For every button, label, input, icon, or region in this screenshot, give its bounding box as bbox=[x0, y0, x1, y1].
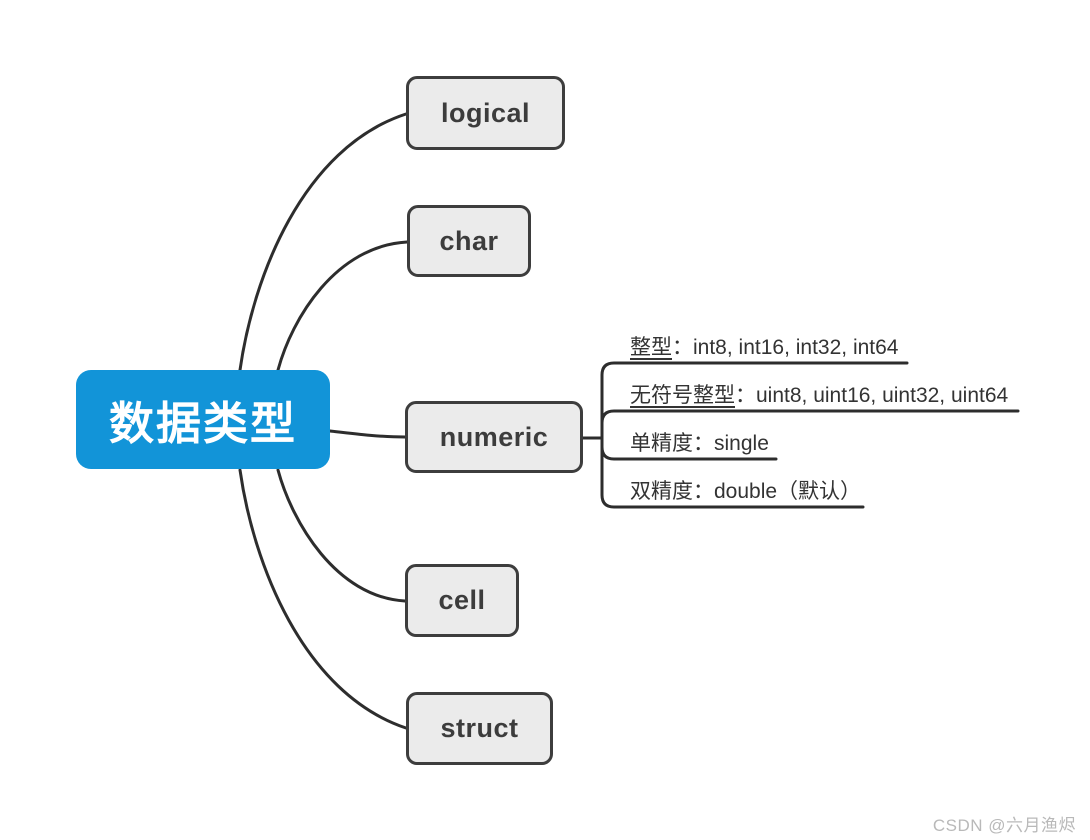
subtopic-unsigned-integer-values: ：uint8, uint16, uint32, uint64 bbox=[735, 384, 1009, 407]
subtopic-single-precision[interactable]: 单精度：single bbox=[630, 430, 769, 457]
subtopic-double-precision[interactable]: 双精度：double（默认） bbox=[630, 478, 861, 505]
node-cell[interactable]: cell bbox=[405, 564, 519, 637]
node-char[interactable]: char bbox=[407, 205, 531, 277]
root-node-label: 数据类型 bbox=[108, 398, 297, 449]
edge-root-logical bbox=[238, 112, 408, 372]
csdn-watermark: CSDN @六月渔烬 bbox=[932, 816, 1076, 835]
node-cell-label: cell bbox=[438, 585, 486, 615]
subtopic-unsigned-integer-term: 无符号整型 bbox=[630, 384, 735, 407]
subtopic-integer-values: ：int8, int16, int32, int64 bbox=[672, 336, 899, 359]
subtopic-single-precision-values: ：single bbox=[693, 432, 769, 455]
node-logical-label: logical bbox=[440, 97, 531, 128]
subtopic-double-precision-term: 双精度 bbox=[630, 480, 693, 503]
edge-root-char bbox=[276, 240, 409, 372]
subtopic-double-precision-values: ：double（默认） bbox=[693, 480, 862, 503]
subtopic-integer[interactable]: 整型：int8, int16, int32, int64 bbox=[630, 334, 898, 361]
subtopic-unsigned-integer[interactable]: 无符号整型：uint8, uint16, uint32, uint64 bbox=[630, 382, 1008, 409]
subtopic-integer-term: 整型 bbox=[630, 336, 672, 359]
node-struct-label: struct bbox=[440, 713, 519, 743]
node-struct[interactable]: struct bbox=[406, 692, 553, 765]
node-char-label: char bbox=[439, 225, 499, 256]
node-logical[interactable]: logical bbox=[406, 76, 565, 150]
edge-root-numeric bbox=[328, 429, 407, 439]
subtopic-single-precision-term: 单精度 bbox=[630, 432, 693, 455]
edge-root-cell bbox=[276, 468, 407, 603]
edge-root-struct bbox=[238, 468, 408, 730]
node-numeric[interactable]: numeric bbox=[405, 401, 583, 473]
node-numeric-label: numeric bbox=[439, 421, 549, 452]
root-node-data-types[interactable]: 数据类型 bbox=[76, 370, 330, 469]
